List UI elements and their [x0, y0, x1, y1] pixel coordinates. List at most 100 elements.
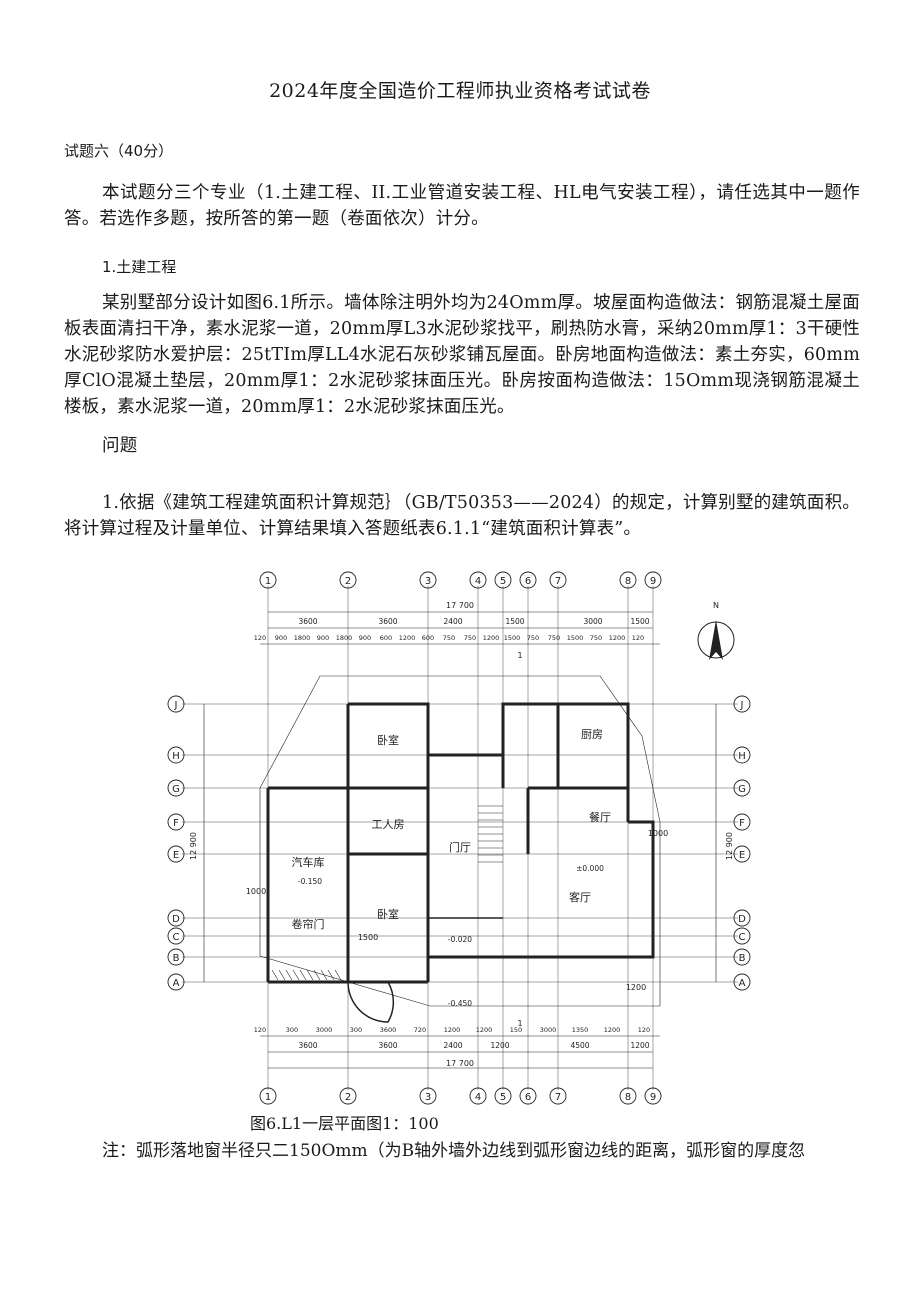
axis-bubble-left [167, 927, 185, 945]
axis-label-top: 6 [525, 576, 531, 587]
dim-bottom-row1: 1200 [476, 1026, 493, 1034]
dim-bottom-row1: 300 [350, 1026, 362, 1034]
dim-top-row2: 750 [548, 634, 560, 642]
axis-bubble-left [167, 813, 185, 831]
dim-top-row2: 900 [359, 634, 371, 642]
dim-top-row2: 900 [275, 634, 287, 642]
axis-label-right: H [738, 751, 746, 762]
dim-top-row1: 2400 [443, 617, 462, 626]
axis-bubble-right [733, 813, 751, 831]
level-mark: -0.150 [298, 877, 322, 886]
dim-top-row2: 1200 [483, 634, 500, 642]
misc-dimension: 1500 [358, 933, 378, 942]
axis-bubble-bottom [339, 1087, 357, 1105]
dim-top-row2: 750 [443, 634, 455, 642]
axis-bubble-top [494, 571, 512, 589]
axis-label-bottom: 7 [555, 1092, 561, 1103]
wall-south-east [426, 820, 655, 982]
axis-bubble-right [733, 746, 751, 764]
axis-bubble-bottom [494, 1087, 512, 1105]
dim-top-row2: 750 [464, 634, 476, 642]
dim-bottom-row1: 1200 [604, 1026, 621, 1034]
axis-bubble-top [549, 571, 567, 589]
axis-bubble-left [167, 779, 185, 797]
roller-door-hatch [299, 969, 307, 981]
dim-top-total: 17 700 [446, 601, 474, 610]
room-label: 汽车库 [292, 855, 325, 869]
axis-bubble-top [339, 571, 357, 589]
axis-bubble-right [733, 779, 751, 797]
level-mark: -0.450 [448, 999, 472, 1008]
level-mark: ±0.000 [576, 864, 604, 873]
dim-bottom-row2: 3600 [298, 1041, 317, 1050]
figure-caption: 图6.L1一层平面图1：100 [250, 1114, 439, 1133]
axis-label-left: B [173, 953, 180, 964]
roller-door-hatch [327, 969, 335, 981]
misc-dimension: N [713, 601, 719, 610]
section-heading: 1.土建工程 [102, 258, 177, 276]
dim-bottom-row1: 720 [414, 1026, 426, 1034]
dim-top-row1: 3600 [298, 617, 317, 626]
dim-top-row2: 120 [254, 634, 266, 642]
dim-bottom-row1: 120 [254, 1026, 266, 1034]
dim-top-row2: 1200 [399, 634, 416, 642]
roller-door-hatch [334, 969, 342, 981]
axis-label-left: F [173, 818, 179, 829]
dim-bottom-row2: 1200 [630, 1041, 649, 1050]
axis-label-bottom: 2 [345, 1092, 351, 1103]
axis-label-top: 8 [625, 576, 631, 587]
room-label: 门厅 [449, 840, 471, 854]
body-paragraph: 某别墅部分设计如图6.1所示。墙体除注明外均为24Omm厚。坡屋面构造做法：钢筋… [64, 293, 860, 417]
axis-bubble-right [733, 948, 751, 966]
dim-bottom-row2: 4500 [570, 1041, 589, 1050]
axis-label-right: B [739, 953, 746, 964]
axis-label-right: C [739, 932, 746, 943]
axis-label-top: 3 [425, 576, 431, 587]
axis-label-right: G [738, 784, 746, 795]
roller-door-hatch [292, 969, 300, 981]
axis-label-right: A [739, 978, 746, 989]
dim-bottom-row1: 150 [510, 1026, 522, 1034]
axis-bubble-right [733, 695, 751, 713]
room-label: 客厅 [569, 890, 591, 904]
axis-label-top: 4 [475, 576, 481, 587]
axis-label-left: J [174, 700, 178, 711]
wall-north [348, 702, 560, 757]
axis-label-top: 2 [345, 576, 351, 587]
dim-bottom-row2: 2400 [443, 1041, 462, 1050]
axis-label-bottom: 9 [650, 1092, 656, 1103]
axis-label-bottom: 6 [525, 1092, 531, 1103]
roller-door-hatch [278, 969, 286, 981]
dim-top-row2: 1500 [504, 634, 521, 642]
dim-bottom-row1: 120 [638, 1026, 650, 1034]
misc-dimension: 1200 [626, 983, 646, 992]
axis-bubble-left [167, 973, 185, 991]
axis-bubble-top [519, 571, 537, 589]
axis-bubble-right [733, 909, 751, 927]
misc-dimension: 1 [517, 651, 522, 660]
misc-dimension: 1000 [648, 829, 668, 838]
axis-bubble-top [469, 571, 487, 589]
dim-bottom-row1: 1200 [444, 1026, 461, 1034]
axis-bubble-top [259, 571, 277, 589]
dim-top-row1: 3600 [378, 617, 397, 626]
dim-top-row2: 1500 [567, 634, 584, 642]
axis-bubble-bottom [549, 1087, 567, 1105]
dim-top-row2: 600 [422, 634, 434, 642]
axis-label-right: J [740, 700, 744, 711]
dim-bottom-row1: 3600 [380, 1026, 397, 1034]
level-mark: -0.020 [448, 935, 472, 944]
room-label: 厨房 [581, 728, 603, 741]
room-label: 工人房 [372, 818, 405, 831]
room-label: 卧室 [377, 907, 399, 921]
axis-label-left: D [172, 914, 180, 925]
axis-label-bottom: 1 [265, 1092, 271, 1103]
axis-bubble-right [733, 927, 751, 945]
exam-title: 2024年度全国造价工程师执业资格考试试卷 [269, 80, 651, 102]
axis-bubble-bottom [644, 1087, 662, 1105]
axis-label-bottom: 5 [500, 1092, 506, 1103]
axis-bubble-left [167, 909, 185, 927]
dim-top-row2: 120 [632, 634, 644, 642]
axis-bubble-right [733, 845, 751, 863]
